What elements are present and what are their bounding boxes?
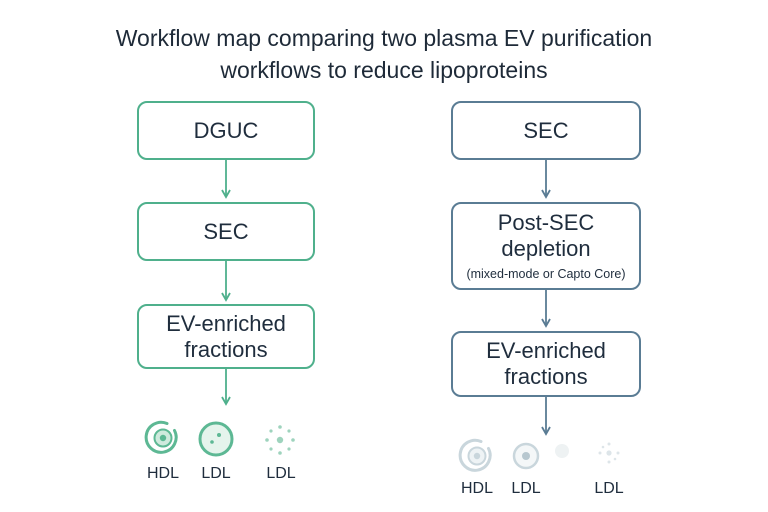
hdl-particle-icon (144, 420, 178, 454)
right-step-depletion-line-1: Post-SEC (497, 210, 595, 235)
title-line-2: workflows to reduce lipoproteins (220, 57, 548, 83)
left-particle-label-ldl-2: LDL (266, 465, 296, 482)
left-step-sec-label: SEC (203, 218, 249, 244)
hdl-particle-icon-faded (458, 438, 492, 472)
diagram-title: Workflow map comparing two plasma EV pur… (0, 22, 768, 86)
left-step-sec-box: SEC (137, 202, 315, 261)
right-result-line-2: fractions (504, 364, 588, 389)
right-result-box: EV-enriched fractions (451, 331, 641, 397)
left-particle-label-hdl: HDL (146, 465, 180, 482)
title-line-1: Workflow map comparing two plasma EV pur… (115, 25, 653, 51)
left-result-line-2: fractions (184, 336, 268, 362)
right-particle-label-ldl-2: LDL (594, 480, 624, 497)
right-particle-label-hdl: HDL (460, 480, 494, 497)
right-step-depletion-line-2: depletion (501, 236, 591, 261)
ldl-dispersed-particle-icon-faded (598, 442, 620, 464)
right-step-depletion-note: (mixed-mode or Capto Core) (466, 267, 626, 281)
left-result-box: EV-enriched fractions (137, 304, 315, 369)
ldl-dispersed-particle-icon (265, 425, 295, 455)
left-step-dguc-box: DGUC (137, 101, 315, 160)
right-result-line-1: EV-enriched (486, 338, 606, 363)
right-step-depletion-box: Post-SEC depletion (mixed-mode or Capto … (451, 202, 641, 290)
ldl-particle-icon (198, 421, 234, 457)
left-result-line-1: EV-enriched (166, 310, 286, 336)
vldl-particle-icon-faded (555, 444, 569, 458)
right-step-sec-box: SEC (451, 101, 641, 160)
left-particle-label-ldl: LDL (201, 465, 231, 482)
right-particle-label-ldl: LDL (511, 480, 541, 497)
ldl-particle-icon-faded (512, 442, 540, 470)
left-step-dguc-label: DGUC (193, 117, 259, 143)
right-step-sec-label: SEC (523, 117, 569, 143)
